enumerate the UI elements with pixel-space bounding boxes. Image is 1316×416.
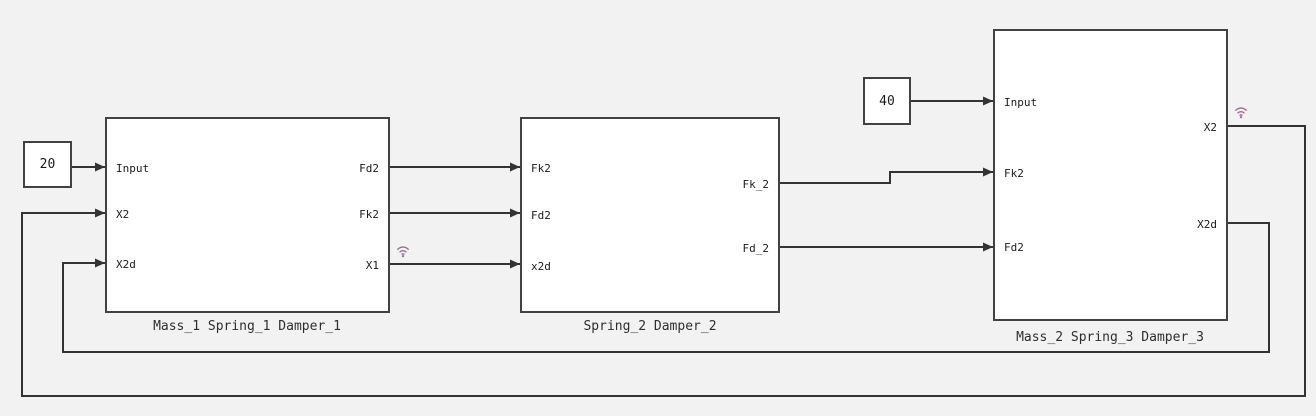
signal-logging-badge[interactable]: [1232, 102, 1250, 120]
constant-value: 20: [39, 157, 56, 172]
input-port-label: Input: [1004, 96, 1038, 109]
block-name-label[interactable]: Mass_1 Spring_1 Damper_1: [153, 319, 341, 334]
output-port-label: Fk2: [359, 208, 379, 221]
output-port-label: X1: [365, 259, 379, 272]
constant-block-20[interactable]: 20: [23, 141, 72, 188]
input-port-label: X2d: [116, 258, 136, 271]
constant-block-40[interactable]: 40: [863, 77, 911, 125]
output-port-label: Fd_2: [742, 242, 770, 255]
constant-value: 40: [879, 93, 895, 109]
input-port-label: x2d: [531, 260, 551, 273]
wifi-icon: [1235, 107, 1247, 119]
output-port-label: Fk_2: [742, 178, 770, 191]
input-port-label: Fk2: [1004, 167, 1024, 180]
signal-wire[interactable]: [21, 125, 1306, 397]
output-port-label: X2d: [1197, 218, 1217, 231]
wifi-icon: [397, 246, 409, 258]
block-name-label[interactable]: Mass_2 Spring_3 Damper_3: [1016, 330, 1204, 345]
block-name-label[interactable]: Spring_2 Damper_2: [583, 319, 717, 334]
signal-logging-badge[interactable]: [394, 241, 412, 259]
signal-wire[interactable]: [780, 167, 993, 184]
subsystem-block-spring2-damper2[interactable]: Fk2 Fd2 x2d Fk_2 Fd_2: [520, 117, 780, 313]
subsystem-block-mass1-spring1-damper1[interactable]: Input X2 X2d Fd2 Fk2 X1: [105, 117, 390, 313]
output-port-label: Fd2: [359, 162, 379, 175]
subsystem-block-mass2-spring3-damper3[interactable]: Input Fk2 Fd2 X2 X2d: [993, 29, 1228, 321]
input-port-label: Fd2: [1004, 241, 1024, 254]
signal-wire[interactable]: [62, 222, 1270, 353]
input-port-label: Input: [116, 162, 150, 175]
input-port-label: Fk2: [531, 162, 551, 175]
input-port-label: X2: [116, 208, 130, 221]
input-port-label: Fd2: [531, 209, 551, 222]
output-port-label: X2: [1203, 121, 1217, 134]
